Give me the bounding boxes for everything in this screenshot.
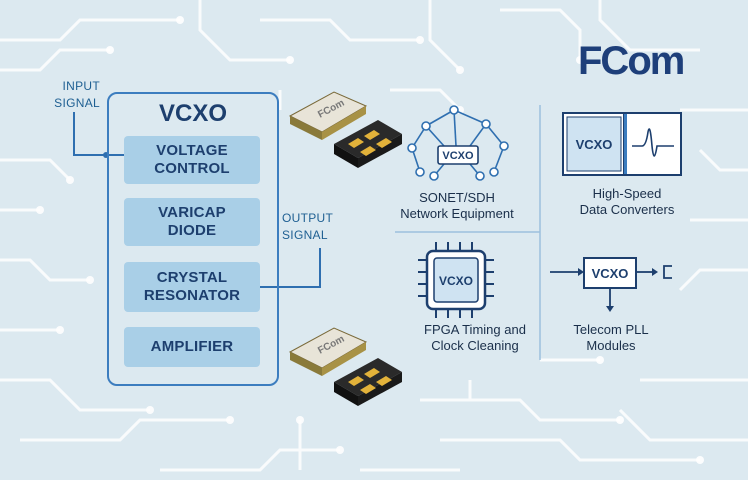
voltage-control-block: VOLTAGE CONTROL bbox=[124, 136, 260, 184]
vcxo-title: VCXO bbox=[158, 100, 227, 127]
pll-icon: VCXO bbox=[550, 257, 672, 312]
svg-text:FCom: FCom bbox=[578, 39, 684, 80]
crystal-resonator-block: CRYSTAL RESONATOR bbox=[124, 262, 260, 312]
converters-label: High-Speed Data Converters bbox=[579, 186, 675, 217]
fcom-logo: FCom bbox=[578, 36, 703, 83]
sonet-vcxo-icon-label: VCXO bbox=[442, 150, 474, 162]
fpga-vcxo-icon-label: VCXO bbox=[439, 274, 473, 288]
amplifier-block: AMPLIFIER bbox=[124, 327, 260, 367]
sonet-label: SONET/SDH Network Equipment bbox=[400, 190, 514, 221]
varicap-diode-block: VARICAP DIODE bbox=[124, 198, 260, 246]
converter-vcxo-icon-label: VCXO bbox=[576, 137, 613, 152]
data-converter-icon: VCXO bbox=[562, 112, 682, 176]
network-icon: VCXO bbox=[407, 105, 509, 181]
output-signal-label: OUTPUT SIGNAL bbox=[282, 211, 334, 242]
input-signal-label: INPUT SIGNAL bbox=[54, 79, 100, 110]
pll-label: Telecom PLL Modules bbox=[573, 322, 649, 353]
fpga-chip-icon: VCXO bbox=[418, 242, 494, 318]
fpga-label: FPGA Timing and Clock Cleaning bbox=[424, 322, 526, 353]
vcxo-block bbox=[107, 92, 279, 386]
oscillator-chip-top: FCom bbox=[288, 91, 402, 168]
pll-vcxo-icon-label: VCXO bbox=[592, 266, 629, 281]
oscillator-chip-bottom: FCom bbox=[288, 327, 402, 406]
